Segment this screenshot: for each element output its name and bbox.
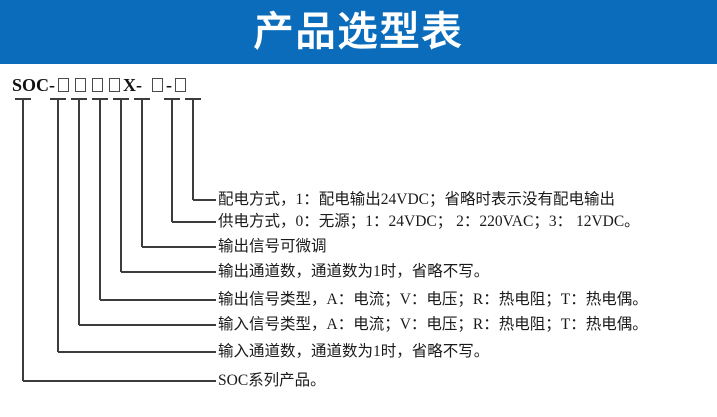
header-banner: 产品选型表 [0,0,717,64]
leader-line-2 [50,98,216,353]
legend-row-power-supply: 供电方式，0：无源；1：24VDC； 2：220VAC；3： 12VDC。 [218,213,640,231]
model-code-box-3 [92,78,104,92]
leader-line-7 [164,98,216,223]
leader-line-8 [185,98,216,201]
model-code-box-6 [175,78,187,92]
legend-row-series: SOC系列产品。 [218,372,326,390]
model-code-x-letter: X- [123,74,143,95]
leader-line-1 [15,98,216,382]
legend-row-output-trim: 输出信号可微调 [218,238,327,256]
model-code-box-4 [109,78,121,92]
legend-row-output-channels: 输出通道数，通道数为1时，省略不写。 [218,263,490,281]
leader-line-5 [113,98,216,273]
legend-row-output-signal-type: 输出信号类型，A：电流；V：电压；R：热电阻；T：热电偶。 [218,291,648,309]
model-code-box-5 [152,78,164,92]
legend-row-input-channels: 输入通道数，通道数为1时，省略不写。 [218,343,490,361]
leader-line-4 [92,98,216,301]
model-code-dash: - [166,74,173,95]
page-title: 产品选型表 [253,10,464,54]
leader-line-3 [71,98,216,326]
model-code-box-1 [58,78,70,92]
model-code-prefix: SOC- [12,74,56,95]
model-code-box-2 [75,78,87,92]
leader-line-6 [134,98,216,248]
legend-row-power-distribution: 配电方式，1：配电输出24VDC；省略时表示没有配电输出 [218,191,615,209]
legend-row-input-signal-type: 输入信号类型，A：电流；V：电压；R：热电阻；T：热电偶。 [218,316,648,334]
model-code: SOC- X- - [12,74,189,96]
